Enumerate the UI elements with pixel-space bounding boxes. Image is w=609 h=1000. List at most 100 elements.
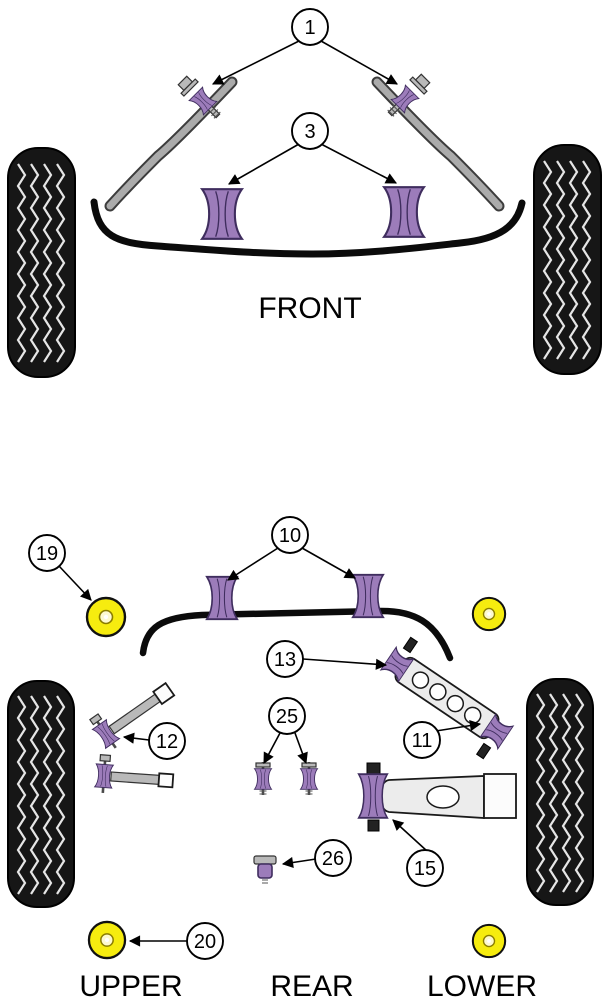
- callout-26-arrow: [281, 856, 317, 869]
- grommet-19-right: [471, 596, 507, 632]
- bushing-10-left: [205, 575, 239, 621]
- tire-rear-right: [526, 678, 594, 906]
- link-fork-end: [157, 772, 175, 789]
- washer: [409, 76, 428, 95]
- callout-19-circle: [28, 534, 66, 572]
- callout-20-number: 20: [194, 931, 216, 953]
- bolt-stud-bottom: [367, 819, 380, 832]
- callout-10-arrow-left: [227, 547, 279, 581]
- callout-12: 12: [122, 722, 186, 760]
- callout-15-circle: [406, 849, 444, 887]
- bushing-25-right: [300, 762, 318, 795]
- callout-13-arrow: [302, 658, 388, 670]
- callout-19: 19: [28, 534, 92, 601]
- tire-rear-left: [7, 680, 75, 908]
- arm-15-end-block: [483, 773, 517, 819]
- callout-20: 20: [128, 922, 224, 960]
- grommet-20-right: [471, 923, 507, 959]
- rear-label: REAR: [270, 970, 353, 1000]
- bushing-spool: [253, 768, 272, 790]
- callout-10-arrow-right: [301, 547, 356, 579]
- bolt-stud: [475, 742, 492, 760]
- callout-3-circle: [291, 112, 329, 150]
- callout-11: 11: [403, 720, 482, 759]
- callout-12-number: 12: [156, 731, 178, 753]
- callout-11-number: 11: [412, 730, 433, 752]
- callout-26: 26: [281, 839, 352, 877]
- callout-15: 15: [392, 819, 444, 887]
- grommet-19-left: [85, 596, 127, 638]
- arm-15-hole: [426, 785, 460, 809]
- callout-20-circle: [186, 922, 224, 960]
- bushing-26-cap: [253, 855, 277, 865]
- tire-front-right: [533, 144, 602, 375]
- callout-25-number: 25: [276, 706, 298, 728]
- callout-3: 3: [228, 112, 397, 185]
- rear-upper-arm-13: [380, 636, 514, 760]
- callout-10-circle: [271, 516, 309, 554]
- link-fork-end: [152, 681, 176, 706]
- arm-13-hole: [429, 683, 447, 701]
- rear-link-12-lower: [94, 754, 175, 794]
- callout-10-number: 10: [279, 525, 301, 547]
- callout-25-circle: [268, 697, 306, 735]
- callout-13-circle: [266, 640, 304, 678]
- bushing-3-right: [382, 186, 426, 238]
- bushing-spool: [300, 768, 318, 790]
- rear-link-12-upper: [89, 681, 176, 749]
- callout-19-arrow: [58, 565, 92, 601]
- washer: [301, 762, 317, 768]
- callout-11-arrow: [435, 720, 482, 732]
- bolt-threads: [262, 879, 268, 884]
- callout-25-arrow-right: [294, 732, 308, 765]
- bushing-26: [253, 855, 277, 884]
- bushing-3-left: [200, 188, 244, 240]
- callout-25-arrow-left: [263, 732, 281, 764]
- callout-1: 1: [211, 8, 398, 85]
- bolt-head: [99, 754, 112, 763]
- bolt-threads: [208, 106, 221, 119]
- callout-3-arrow-left: [228, 143, 300, 185]
- bolt-stud: [402, 636, 419, 654]
- callout-11-circle: [403, 721, 441, 759]
- tire-front-left: [7, 147, 76, 378]
- washer: [255, 762, 271, 768]
- bushing-1-right: [387, 73, 431, 117]
- bushing-26-body: [257, 863, 273, 879]
- callout-1-number: 1: [304, 17, 315, 39]
- callout-26-circle: [314, 839, 352, 877]
- callout-1-arrow-left: [211, 40, 300, 85]
- callout-13: 13: [266, 640, 388, 678]
- rear-anti-roll-bar: [139, 607, 454, 662]
- arm-13-hole: [463, 706, 482, 725]
- bushing-10-right: [351, 573, 385, 619]
- callout-12-circle: [148, 722, 186, 760]
- lower-label: LOWER: [427, 970, 537, 1000]
- bushing-25-left: [253, 762, 272, 795]
- callout-12-arrow: [122, 732, 150, 744]
- washer: [180, 78, 199, 97]
- front-section: 1 3 FRONT: [7, 8, 602, 378]
- callout-15-number: 15: [414, 858, 436, 880]
- bolt-threads: [305, 790, 313, 795]
- bolt-head: [89, 713, 103, 726]
- trailing-arm-15: [357, 762, 517, 832]
- callout-3-arrow-right: [320, 143, 397, 184]
- front-label: FRONT: [258, 292, 361, 325]
- callout-25: 25: [263, 697, 308, 765]
- callout-26-number: 26: [322, 848, 344, 870]
- upper-label: UPPER: [79, 970, 182, 1000]
- grommet-20-left: [87, 920, 127, 960]
- rear-section: 10 19 13 11 12 25: [7, 516, 594, 1000]
- callout-3-number: 3: [304, 121, 315, 143]
- callout-1-circle: [291, 8, 329, 46]
- link-bar: [110, 771, 162, 786]
- callout-1-arrow-right: [320, 40, 398, 85]
- bolt-threads: [387, 104, 400, 117]
- bushing-1-left: [177, 75, 221, 119]
- callout-13-number: 13: [274, 649, 296, 671]
- arm-13-hole: [446, 694, 465, 713]
- front-anti-roll-bar: [90, 198, 526, 258]
